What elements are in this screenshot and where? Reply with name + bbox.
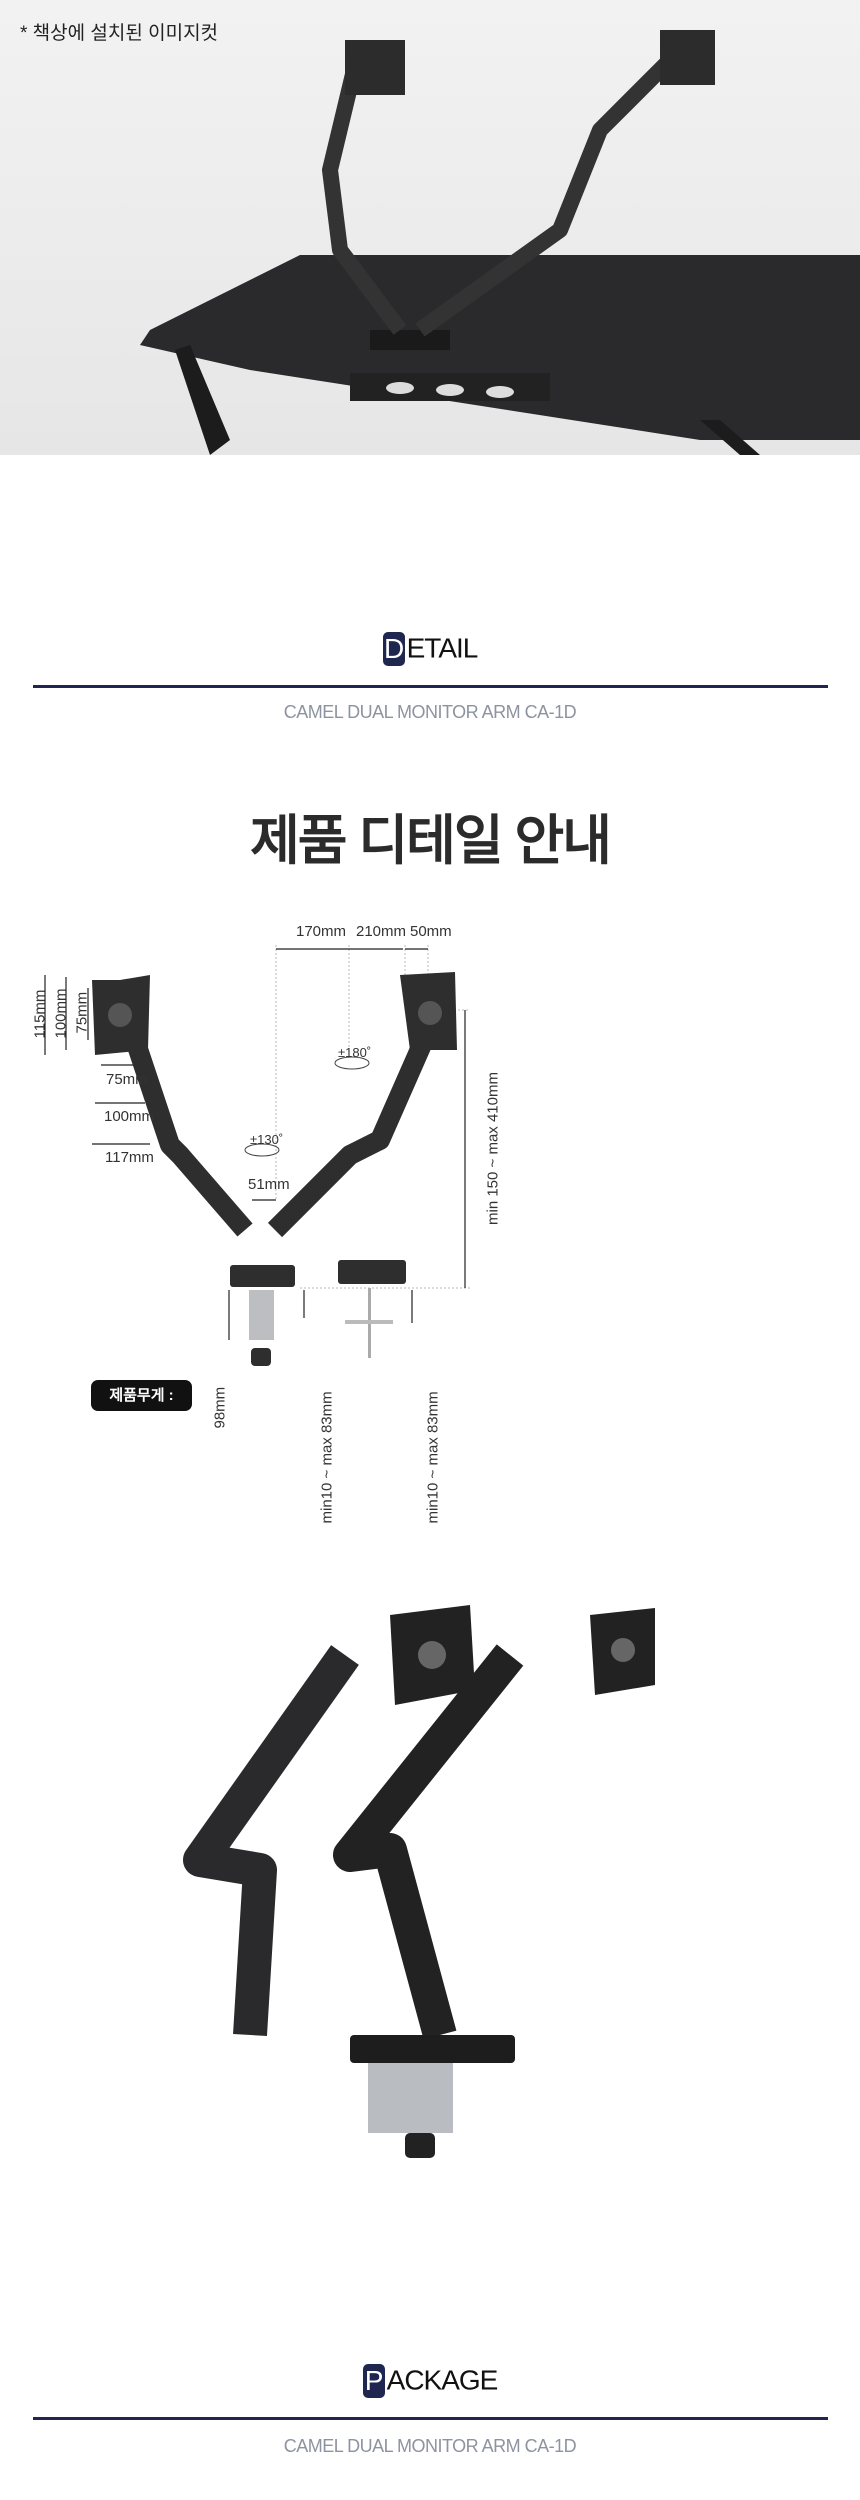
dim-clamp-range-2: min10 ~ max 83mm [424,1391,442,1524]
dim-100-horizontal: 100mm [104,1108,155,1125]
dim-75-vertical: 75mm [73,991,91,1034]
dim-117: 117mm [105,1149,154,1166]
photo-caption: * 책상에 설치된 이미지컷 [20,23,219,44]
desk-arm-illustration [140,30,860,455]
dim-clamp-range-1: min10 ~ max 83mm [318,1391,336,1524]
dim-50: 50mm [410,923,452,940]
rotation-180: ±180˚ [338,1045,372,1060]
dim-98: 98mm [211,1386,229,1429]
dim-100-vertical: 100mm [52,988,70,1039]
installed-product-photo: * 책상에 설치된 이미지컷 [0,0,860,455]
package-subtitle: CAMEL DUAL MONITOR ARM CA-1D [283,2436,577,2456]
page-title: 제품 디테일 안내 [250,811,612,871]
dim-51: 51mm [248,1176,290,1193]
divider [33,2417,828,2420]
dim-115: 115mm [31,989,49,1039]
detail-subtitle: CAMEL DUAL MONITOR ARM CA-1D [283,702,577,722]
weight-badge: 제품무게 : 3.8kg [91,1380,192,1435]
dimension-diagram [44,945,470,1366]
detail-heading-text: ETAIL [406,632,479,664]
dim-170: 170mm [296,923,347,940]
detail-badge: D [382,631,405,666]
dim-height-range: min 150 ~ max 410mm [484,1072,502,1225]
dim-210: 210mm [356,923,407,940]
package-badge: P [362,2363,385,2398]
dim-75-horizontal: 75mm [106,1071,148,1088]
divider [33,685,828,688]
rotation-130: ±130˚ [250,1132,284,1147]
package-heading-text: ACKAGE [386,2364,499,2396]
product-photo-angle [183,1605,655,2158]
